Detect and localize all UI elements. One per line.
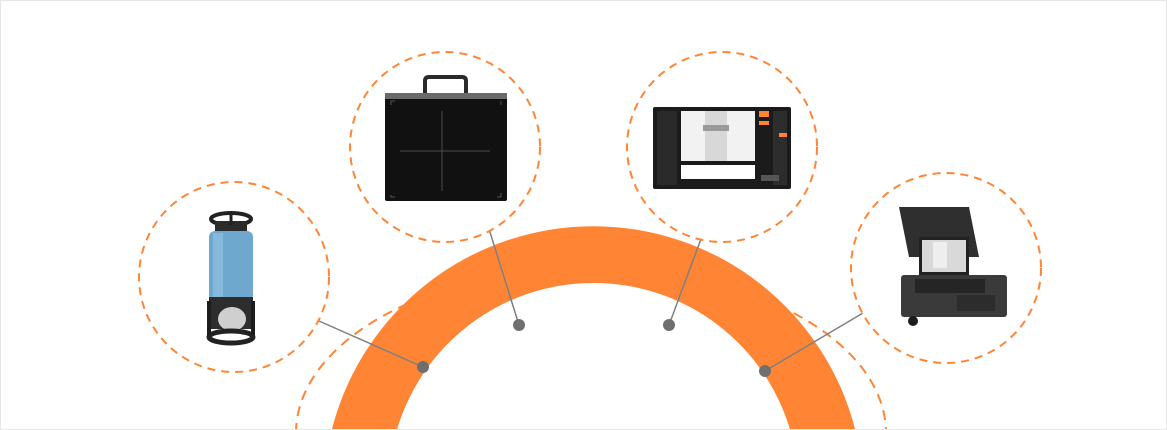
- detector-panel-icon: [385, 75, 507, 201]
- connector-dot-2: [513, 319, 525, 331]
- connector-dot-4: [759, 365, 771, 377]
- connector-line-1: [318, 320, 424, 368]
- connector-lines: [318, 228, 864, 372]
- connector-line-2: [488, 228, 520, 326]
- connector-dots: [417, 319, 771, 377]
- x-ray-tube-icon: [206, 211, 256, 346]
- software-screen-icon: [653, 107, 791, 189]
- outer-dashed-arc: [295, 267, 887, 429]
- connector-line-3: [668, 238, 702, 326]
- connector-dot-3: [663, 319, 675, 331]
- main-orange-arc: [332, 226, 855, 429]
- connector-dot-1: [417, 361, 429, 373]
- rugged-case-laptop-icon: [899, 207, 1007, 326]
- connector-line-4: [764, 312, 864, 372]
